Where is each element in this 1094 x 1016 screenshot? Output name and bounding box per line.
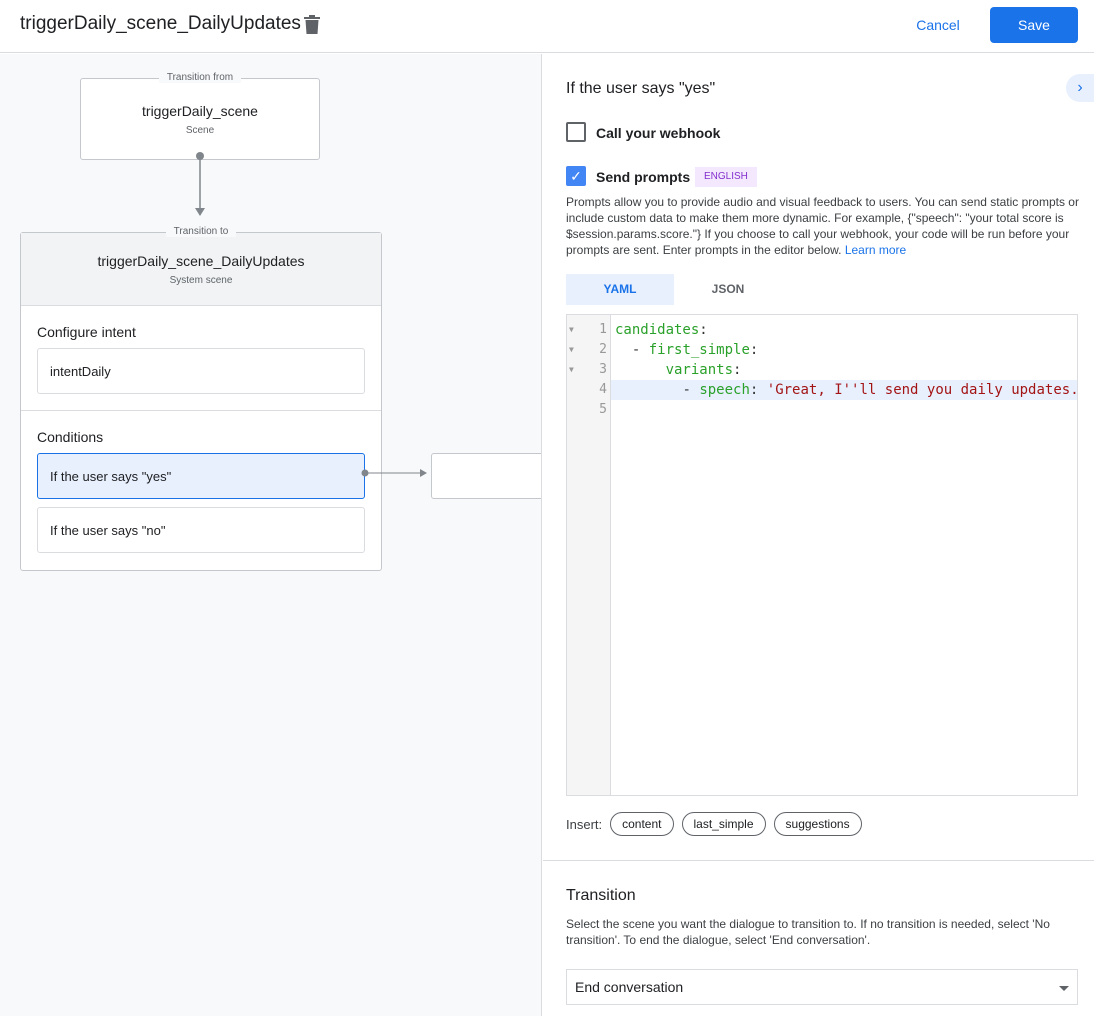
transition-description: Select the scene you want the dialogue t… [566,917,1050,947]
condition-connector [361,469,427,477]
divider [543,860,1094,861]
transition-heading: Transition [566,887,636,904]
send-prompts-checkbox[interactable]: ✓ [566,166,586,186]
node-type: Scene [185,125,215,136]
node-title: triggerDaily_scene [142,103,258,119]
cancel-button[interactable]: Cancel [905,8,971,42]
trash-icon[interactable] [304,15,320,34]
insert-label: Insert: [566,816,603,832]
check-icon: ✓ [570,168,582,184]
fold-icon[interactable]: ▼ [569,365,574,374]
top-bar: triggerDaily_scene_DailyUpdates Cancel S… [0,0,1094,53]
webhook-label: Call your webhook [596,125,721,141]
transition-to-node: Transition to triggerDaily_scene_DailyUp… [20,226,382,571]
learn-more-link[interactable]: Learn more [844,243,907,257]
insert-bar: Insert: content last_simple suggestions [566,812,862,836]
detail-panel: › If the user says "yes" Call your webho… [543,54,1094,1016]
save-button[interactable]: Save [990,7,1078,43]
prompts-description: Prompts allow you to provide audio and v… [566,195,1079,257]
insert-last-simple-chip[interactable]: last_simple [681,812,766,836]
node-title: triggerDaily_scene_DailyUpdates [97,253,305,269]
panel-heading: If the user says "yes" [566,80,716,97]
target-node-empty[interactable] [431,453,541,499]
node-type: System scene [169,275,233,286]
configure-intent-label: Configure intent [37,324,136,340]
node-legend: Transition from [158,72,242,83]
webhook-checkbox[interactable] [566,122,586,142]
send-prompts-label: Send prompts [596,169,691,185]
condition-yes[interactable]: If the user says "yes" [37,453,365,499]
fold-icon[interactable]: ▼ [569,325,574,334]
connector-arrow [195,152,205,216]
insert-suggestions-chip[interactable]: suggestions [773,812,862,836]
conditions-label: Conditions [37,429,104,445]
insert-content-chip[interactable]: content [610,812,674,836]
transition-select[interactable]: End conversation [566,969,1078,1005]
intent-item[interactable]: intentDaily [37,348,365,394]
dropdown-arrow-icon [1059,986,1069,996]
transition-from-node[interactable]: Transition from triggerDaily_scene Scene [80,72,320,160]
language-badge: ENGLISH [695,167,757,187]
chevron-right-icon[interactable]: › [1066,74,1094,102]
node-legend: Transition to [165,226,237,237]
flow-canvas[interactable]: Transition from triggerDaily_scene Scene… [0,54,542,1016]
page-title: triggerDaily_scene_DailyUpdates [20,13,301,34]
fold-icon[interactable]: ▼ [569,345,574,354]
editor-gutter [567,315,611,795]
condition-no[interactable]: If the user says "no" [37,507,365,553]
tab-yaml[interactable]: YAML [566,274,674,305]
tab-json[interactable]: JSON [711,282,745,296]
